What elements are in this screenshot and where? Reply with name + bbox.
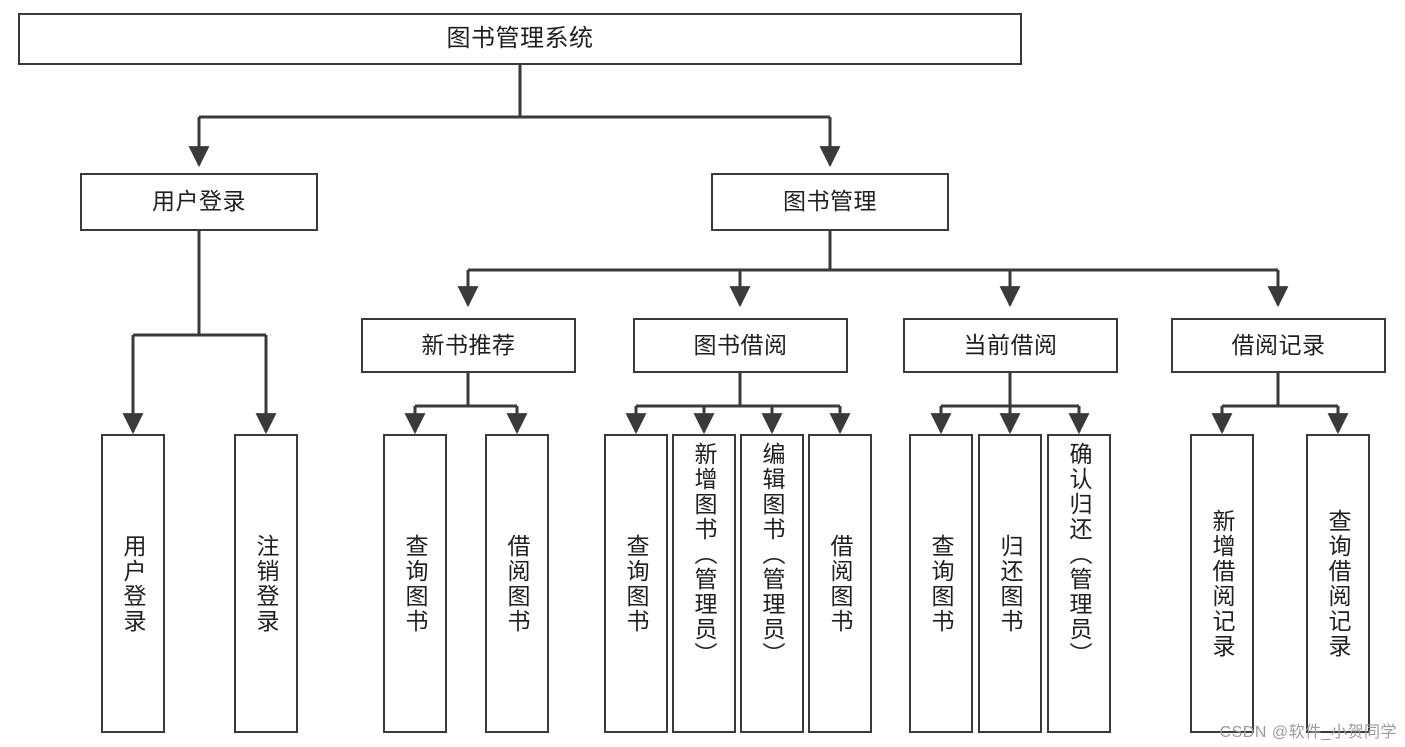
node-new-book-recommend[interactable]: 新书推荐 <box>361 318 576 373</box>
node-label: 注销登录 <box>253 533 280 634</box>
leaf-query-book-recommend[interactable]: 查询图书 <box>383 434 447 733</box>
watermark-text: CSDN @软件_小贺同学 <box>1219 724 1397 741</box>
node-root-system[interactable]: 图书管理系统 <box>18 13 1022 65</box>
node-label: 查询图书 <box>928 533 955 634</box>
node-label: 用户登录 <box>152 188 246 215</box>
node-label: 查询图书 <box>623 533 650 634</box>
node-label: 图书管理 <box>783 188 877 215</box>
node-book-borrow[interactable]: 图书借阅 <box>633 318 848 373</box>
node-label: 新增借阅记录 <box>1209 508 1236 659</box>
leaf-confirm-return-admin[interactable]: 确认归还（管理员） <box>1047 434 1111 733</box>
leaf-edit-book-admin[interactable]: 编辑图书（管理员） <box>740 434 804 733</box>
node-borrow-record[interactable]: 借阅记录 <box>1171 318 1386 373</box>
node-label: 新书推荐 <box>421 331 516 358</box>
node-current-borrow[interactable]: 当前借阅 <box>903 318 1118 373</box>
leaf-add-borrow-record[interactable]: 新增借阅记录 <box>1190 434 1254 733</box>
leaf-logout[interactable]: 注销登录 <box>234 434 298 733</box>
node-label: 查询借阅记录 <box>1325 508 1352 659</box>
leaf-return-book[interactable]: 归还图书 <box>978 434 1042 733</box>
node-user-login[interactable]: 用户登录 <box>80 173 318 231</box>
node-label: 图书管理系统 <box>446 24 594 52</box>
node-label: 新增图书（管理员） <box>691 442 718 667</box>
leaf-borrow-book-recommend[interactable]: 借阅图书 <box>485 434 549 733</box>
node-label: 借阅图书 <box>504 533 531 634</box>
leaf-add-book-admin[interactable]: 新增图书（管理员） <box>672 434 736 733</box>
node-book-management[interactable]: 图书管理 <box>711 173 949 231</box>
node-label: 查询图书 <box>402 533 429 634</box>
leaf-query-book-borrow[interactable]: 查询图书 <box>604 434 668 733</box>
node-label: 借阅图书 <box>827 533 854 634</box>
node-label: 编辑图书（管理员） <box>759 442 786 667</box>
node-label: 用户登录 <box>120 533 147 634</box>
leaf-user-login[interactable]: 用户登录 <box>101 434 165 733</box>
node-label: 借阅记录 <box>1231 331 1326 358</box>
leaf-query-borrow-record[interactable]: 查询借阅记录 <box>1306 434 1370 733</box>
node-label: 确认归还（管理员） <box>1066 442 1093 667</box>
leaf-query-book-current[interactable]: 查询图书 <box>909 434 973 733</box>
node-label: 归还图书 <box>997 533 1024 634</box>
node-label: 当前借阅 <box>963 331 1058 358</box>
leaf-borrow-book[interactable]: 借阅图书 <box>808 434 872 733</box>
node-label: 图书借阅 <box>693 331 788 358</box>
